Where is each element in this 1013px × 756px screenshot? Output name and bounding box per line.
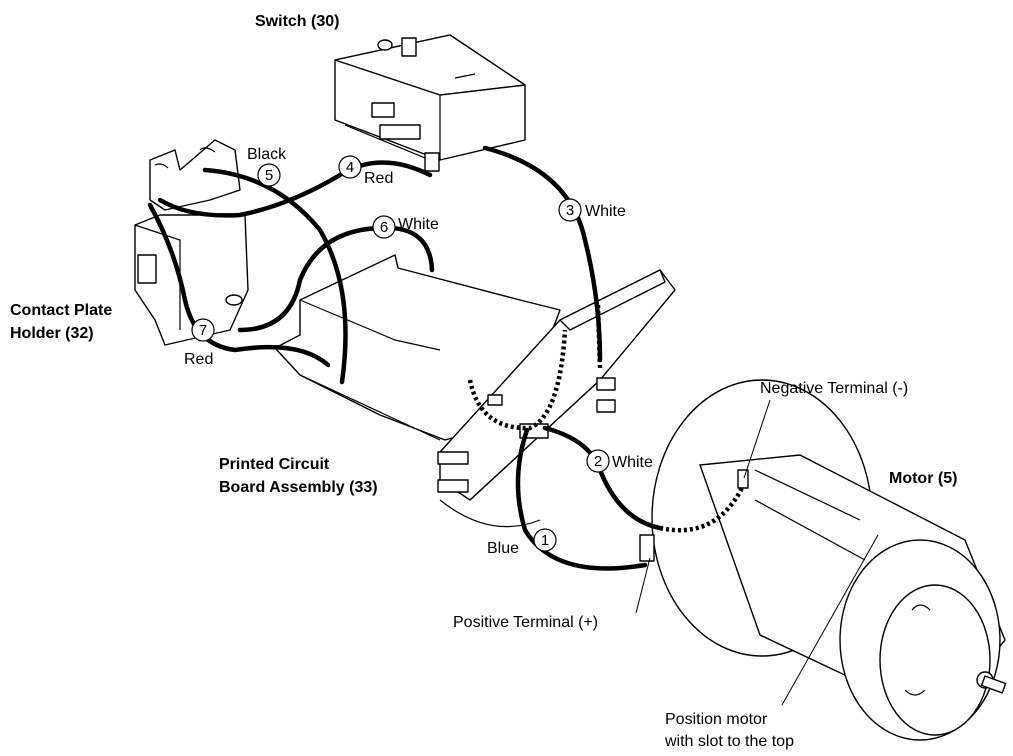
contact-plate-label-line2: Holder (32) (10, 325, 94, 342)
wires (147, 145, 744, 571)
wire-2-color: White (612, 454, 653, 471)
motor-note-leader (781, 534, 879, 706)
wire-6-number: 6 (380, 219, 388, 236)
contact-plate-holder (134, 139, 249, 346)
wire-3-white (482, 145, 603, 363)
motor-note: Position motor with slot to the top (664, 534, 879, 750)
wire-2-number: 2 (594, 453, 602, 470)
wire-3-number: 3 (566, 202, 574, 219)
wire-5-number: 5 (265, 167, 273, 184)
pcb-label-line2: Board Assembly (33) (219, 479, 378, 496)
wire-1-color: Blue (487, 540, 519, 557)
negative-terminal-leader (743, 399, 771, 479)
negative-terminal-label: Negative Terminal (-) (760, 380, 908, 397)
positive-terminal-leader (635, 557, 651, 614)
terminal-labels: Negative Terminal (-) Positive Terminal … (453, 380, 908, 631)
positive-terminal-label: Positive Terminal (+) (453, 614, 598, 631)
pcb-label-line1: Printed Circuit (219, 456, 330, 473)
wire-2-white (542, 425, 663, 531)
motor-note-line2: with slot to the top (664, 733, 794, 750)
wire-1-number: 1 (541, 532, 549, 549)
motor-body (639, 379, 1007, 741)
wire-color-labels: Blue White White Red Black White Red (184, 146, 653, 557)
wire-5-black (202, 167, 348, 385)
motor-label: Motor (5) (889, 470, 957, 487)
pcb-vertical-board (437, 269, 676, 528)
wire-number-markers: 1 2 3 4 5 6 7 (191, 155, 610, 552)
wire-5-color: Black (247, 146, 287, 163)
part-labels: Switch (30) Contact Plate Holder (32) Pr… (10, 13, 957, 496)
wire-1-blue (515, 427, 648, 571)
wire-7-color: Red (184, 351, 213, 368)
switch-label: Switch (30) (255, 13, 339, 30)
wire-7-number: 7 (199, 322, 207, 339)
wire-6-color: White (398, 216, 439, 233)
wire-3-color: White (585, 203, 626, 220)
switch-body (334, 34, 526, 172)
contact-plate-label-line1: Contact Plate (10, 302, 112, 319)
pcb-hidden-arc (467, 329, 568, 431)
wire-6-white (237, 225, 435, 333)
wire-3-white-hidden (595, 304, 603, 369)
wire-4-color: Red (364, 170, 393, 187)
motor-note-line1: Position motor (665, 711, 768, 728)
wire-4-number: 4 (346, 159, 354, 176)
wire-2-white-hidden (659, 486, 744, 533)
